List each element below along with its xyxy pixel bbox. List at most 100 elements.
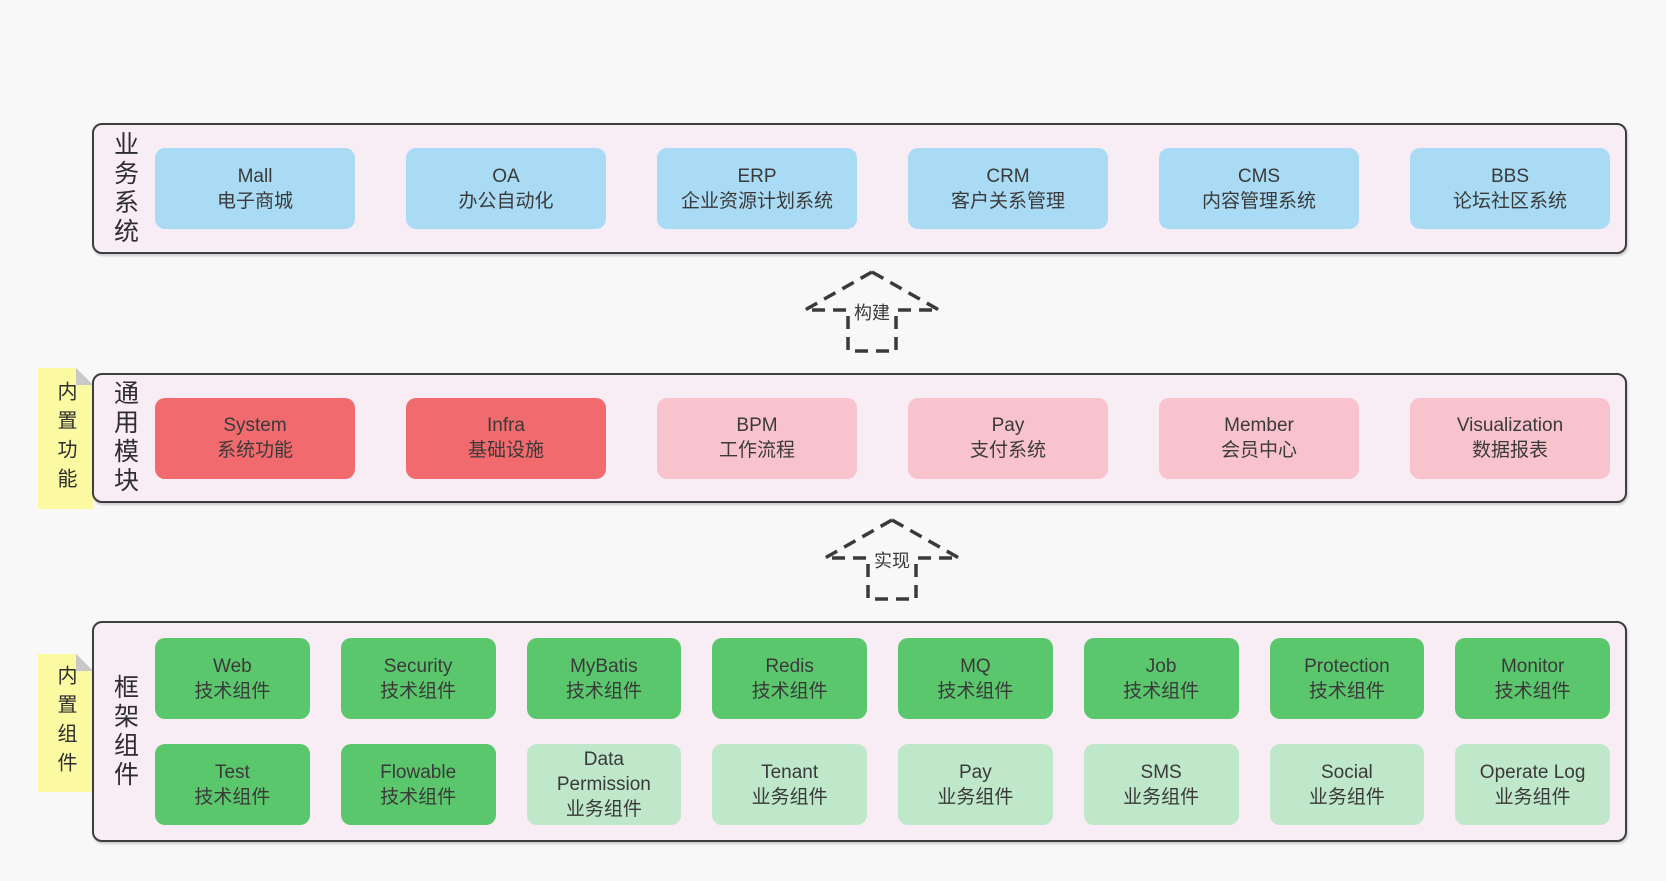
layer-label-common-modules: 通用模块	[94, 375, 155, 501]
layer-label-framework-components: 框架组件	[94, 623, 155, 840]
sticky-note-built-in-functions: 内置功能	[38, 368, 93, 509]
arrow-implement-label: 实现	[871, 545, 913, 575]
box-subtitle: 客户关系管理	[950, 190, 1065, 212]
box-job: Job 技术组件	[1083, 638, 1239, 719]
box-protection: Protection 技术组件	[1269, 638, 1425, 719]
box-subtitle: 业务组件	[1123, 786, 1200, 808]
box-subtitle: 业务组件	[565, 799, 642, 820]
box-social: Social 业务组件	[1269, 744, 1425, 825]
box-subtitle: 技术组件	[194, 680, 271, 702]
box-title: ERP	[737, 165, 777, 187]
box-title: MyBatis	[570, 655, 638, 677]
layer-label-business-systems: 业务系统	[94, 125, 155, 252]
layer-label-text: 业务系统	[110, 130, 139, 247]
box-title: Job	[1145, 655, 1177, 677]
arrow-build: 构建	[802, 269, 942, 355]
sticky-note-built-in-components: 内置组件	[38, 654, 93, 792]
box-subtitle: 技术组件	[194, 786, 271, 808]
box-title: Tenant	[761, 761, 819, 783]
box-row: Mall 电子商城 OA 办公自动化 ERP 企业资源计划系统 CRM 客户关系管理 CMS 内容…	[155, 148, 1610, 229]
layer-business-systems: 业务系统 Mall 电子商城 OA 办公自动化 ERP 企业资源计划系统 CRM 客户关系管理…	[92, 123, 1627, 254]
box-subtitle: 技术组件	[380, 786, 457, 808]
box-mybatis: MyBatis 技术组件	[526, 638, 682, 719]
box-subtitle: 业务组件	[1308, 786, 1385, 808]
box-member: Member 会员中心	[1159, 397, 1359, 479]
box-subtitle: 内容管理系统	[1201, 190, 1316, 212]
up-arrow-icon	[822, 517, 962, 601]
box-title: CRM	[986, 165, 1030, 187]
box-title: Infra	[486, 415, 526, 436]
box-subtitle: 技术组件	[751, 680, 828, 702]
box-title: Monitor	[1500, 655, 1565, 677]
box-bbs: BBS 论坛社区系统	[1410, 148, 1610, 229]
box-subtitle: 办公自动化	[458, 190, 554, 212]
sticky-note-text: 内置功能	[54, 380, 76, 497]
box-title: Operate Log	[1479, 761, 1586, 783]
box-subtitle: 技术组件	[565, 680, 642, 702]
box-title: Security	[383, 655, 453, 677]
box-title: CMS	[1237, 165, 1281, 187]
box-system: System 系统功能	[155, 397, 355, 479]
box-subtitle: 数据报表	[1471, 440, 1548, 461]
layer-label-text: 通用模块	[110, 380, 139, 496]
layer-label-text: 框架组件	[110, 673, 139, 790]
box-title: SMS	[1140, 761, 1182, 783]
box-subtitle: 技术组件	[1123, 680, 1200, 702]
box-flowable: Flowable 技术组件	[340, 744, 496, 825]
box-title: BPM	[736, 415, 778, 436]
box-subtitle: 企业资源计划系统	[680, 190, 833, 212]
box-operate-log: Operate Log 业务组件	[1455, 744, 1610, 825]
up-arrow-icon	[802, 269, 942, 353]
box-title: Data Permission	[556, 749, 651, 795]
box-tenant: Tenant 业务组件	[712, 744, 867, 825]
box-subtitle: 技术组件	[1494, 680, 1571, 702]
box-subtitle: 电子商城	[216, 190, 293, 212]
box-subtitle: 基础设施	[467, 440, 544, 461]
box-title: OA	[492, 165, 520, 187]
box-title: Flowable	[380, 761, 457, 783]
box-subtitle: 业务组件	[1494, 786, 1571, 808]
box-subtitle: 业务组件	[751, 786, 828, 808]
box-subtitle: 技术组件	[380, 680, 457, 702]
box-sms: SMS 业务组件	[1083, 744, 1239, 825]
box-subtitle: 技术组件	[1308, 680, 1385, 702]
box-data-permission: Data Permission 业务组件	[526, 744, 682, 825]
box-cms: CMS 内容管理系统	[1159, 148, 1359, 229]
box-mall: Mall 电子商城	[155, 148, 355, 229]
box-subtitle: 论坛社区系统	[1452, 190, 1567, 212]
layer-body-business-systems: Mall 电子商城 OA 办公自动化 ERP 企业资源计划系统 CRM 客户关系管理 CMS 内容…	[155, 125, 1625, 252]
box-erp: ERP 企业资源计划系统	[657, 148, 857, 229]
box-security: Security 技术组件	[340, 638, 496, 719]
box-title: Mall	[237, 165, 273, 187]
box-title: System	[223, 415, 287, 436]
box-visualization: Visualization 数据报表	[1410, 397, 1610, 479]
box-subtitle: 工作流程	[718, 440, 795, 461]
box-monitor: Monitor 技术组件	[1455, 638, 1610, 719]
box-subtitle: 支付系统	[969, 440, 1046, 461]
box-subtitle: 技术组件	[937, 680, 1014, 702]
box-oa: OA 办公自动化	[406, 148, 606, 229]
box-title: Member	[1224, 415, 1294, 436]
box-title: Pay	[959, 761, 992, 783]
box-subtitle: 会员中心	[1220, 440, 1297, 461]
box-title: Visualization	[1456, 415, 1564, 436]
box-title: BBS	[1490, 165, 1530, 187]
arrow-build-label: 构建	[851, 297, 893, 327]
box-infra: Infra 基础设施	[406, 397, 606, 479]
box-subtitle: 系统功能	[216, 440, 293, 461]
box-crm: CRM 客户关系管理	[908, 148, 1108, 229]
box-title: Protection	[1304, 655, 1390, 677]
box-title: Social	[1321, 761, 1373, 783]
